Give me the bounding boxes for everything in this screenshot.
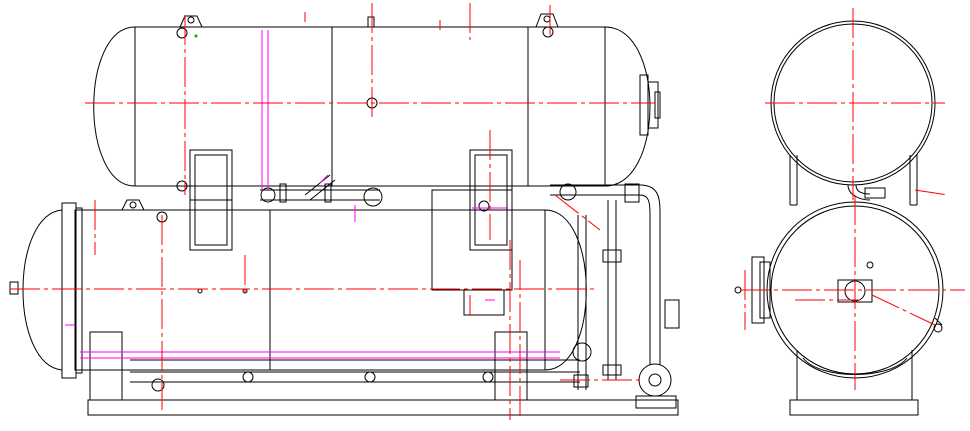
end-view: [734, 20, 944, 416]
circulation-pump: [635, 299, 680, 409]
base-frame: [87, 399, 679, 416]
lower-vessel: [9, 199, 587, 379]
green-marker: [194, 34, 198, 38]
saddle-right: [469, 149, 513, 251]
centerlines-side: [10, 3, 655, 420]
magenta-pipes-side: [65, 30, 560, 359]
interconnect-piping: [260, 174, 383, 207]
saddle-left: [189, 149, 233, 251]
vertical-piping: [550, 183, 661, 390]
control-box: [431, 189, 513, 316]
side-elevation-view: [9, 13, 680, 416]
bottom-piping: [89, 331, 580, 401]
centerlines-end: [740, 8, 965, 390]
